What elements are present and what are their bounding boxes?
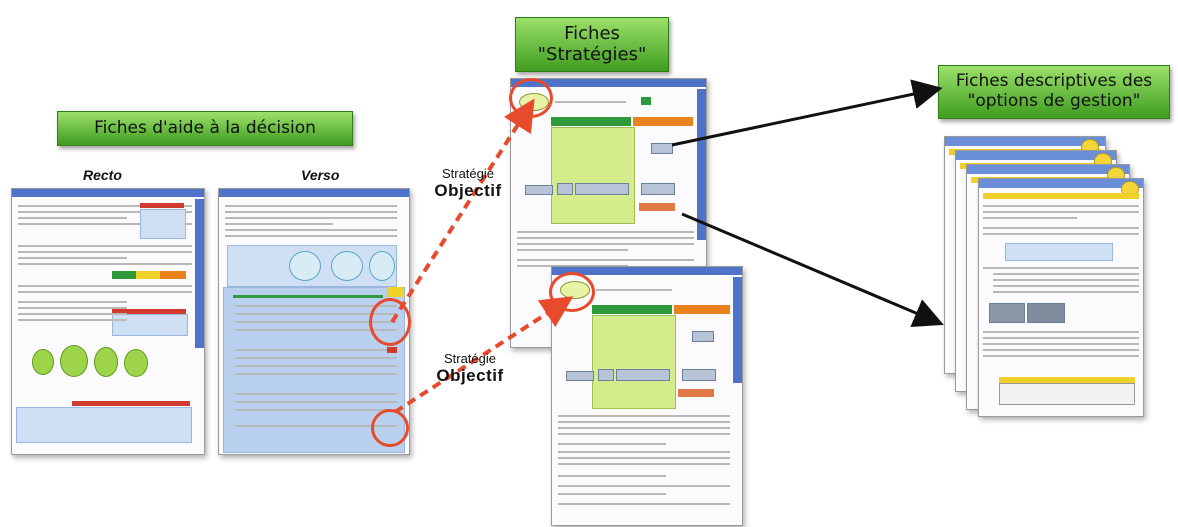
banner-fiches-aide-text: Fiches d'aide à la décision bbox=[94, 117, 316, 138]
option-box bbox=[575, 183, 629, 195]
recto-header-bar bbox=[12, 189, 204, 197]
label-strategie-objectif-1: Stratégie Objectif bbox=[428, 166, 508, 201]
banner-options-line1: Fiches descriptives des bbox=[955, 71, 1153, 92]
red-dashed-arrow-1 bbox=[390, 98, 535, 324]
option-photo bbox=[1027, 303, 1065, 323]
strategie-2-green-header bbox=[592, 305, 672, 314]
circle-diagram-icon bbox=[331, 251, 363, 281]
banner-strategies-line2: "Stratégies" bbox=[537, 43, 647, 65]
strategie-1-header bbox=[511, 79, 706, 87]
verso-yellow-arrow bbox=[387, 287, 403, 297]
tree-icon bbox=[60, 345, 88, 377]
verso-document bbox=[218, 188, 410, 455]
strategie-2-options-area bbox=[592, 315, 676, 409]
highlight-circle-verso-1 bbox=[369, 298, 411, 346]
option-box bbox=[566, 371, 594, 381]
label-strategie-objectif-2: Stratégie Objectif bbox=[430, 351, 510, 386]
option-info-box bbox=[1005, 243, 1113, 261]
strategie-1-green-label bbox=[641, 97, 651, 105]
strategie-2-red-box bbox=[678, 389, 714, 397]
option-box bbox=[641, 183, 675, 195]
banner-options-line2: "options de gestion" bbox=[967, 91, 1141, 111]
black-arrow-to-options-1 bbox=[671, 79, 943, 147]
banner-strategies-line1: Fiches bbox=[564, 22, 620, 44]
option-table bbox=[999, 383, 1135, 405]
strategie-1-options-area bbox=[551, 127, 635, 224]
tree-icon bbox=[32, 349, 54, 375]
recto-document bbox=[11, 188, 205, 455]
banner-fiches-strategies: Fiches "Stratégies" bbox=[515, 17, 669, 72]
verso-header-bar bbox=[219, 189, 409, 197]
tree-icon bbox=[124, 349, 148, 377]
option-box bbox=[598, 369, 614, 381]
strategie-2-orange-header bbox=[674, 305, 730, 314]
label-recto: Recto bbox=[83, 167, 122, 183]
strategie-text-1: Stratégie bbox=[441, 166, 495, 181]
circle-diagram-icon bbox=[289, 251, 321, 281]
strategie-1-sidebar bbox=[697, 89, 706, 240]
recto-sidebar bbox=[195, 199, 204, 348]
recto-scale-green bbox=[112, 271, 136, 279]
option-box bbox=[682, 369, 716, 381]
option-box bbox=[651, 143, 673, 154]
circle-diagram-icon bbox=[369, 251, 395, 281]
recto-red-table-header bbox=[140, 203, 184, 208]
verso-red-marker bbox=[387, 347, 397, 353]
banner-fiches-options: Fiches descriptives des "options de gest… bbox=[938, 65, 1170, 119]
option-photo bbox=[989, 303, 1025, 323]
recto-table bbox=[140, 209, 186, 239]
tree-icon bbox=[94, 347, 118, 377]
recto-table-2 bbox=[112, 314, 188, 336]
recto-red-bottom-header bbox=[72, 401, 190, 406]
strategie-1-red-box bbox=[639, 203, 675, 211]
option-box bbox=[616, 369, 670, 381]
option-title-bar bbox=[983, 193, 1139, 199]
recto-bottom-table bbox=[16, 407, 192, 443]
option-sheet-front bbox=[978, 178, 1144, 417]
recto-scale-yellow bbox=[136, 271, 160, 279]
option-box bbox=[525, 185, 553, 195]
strategie-1-green-header bbox=[551, 117, 631, 126]
recto-scale-orange bbox=[160, 271, 186, 279]
red-dashed-arrow-2 bbox=[393, 296, 574, 414]
recto-red-table-2 bbox=[112, 309, 186, 314]
strategie-text-2: Stratégie bbox=[443, 351, 497, 366]
strategie-2-header bbox=[552, 267, 742, 275]
label-verso: Verso bbox=[301, 167, 340, 183]
option-box bbox=[557, 183, 573, 195]
option-table-header bbox=[999, 377, 1135, 383]
option-box bbox=[692, 331, 714, 342]
strategie-2-sidebar bbox=[733, 277, 742, 384]
objectif-text-2: Objectif bbox=[436, 366, 504, 385]
verso-green-strip bbox=[233, 295, 383, 298]
black-arrow-to-options-2 bbox=[681, 212, 944, 327]
highlight-circle-verso-2 bbox=[371, 409, 409, 447]
strategie-1-orange-header bbox=[633, 117, 693, 126]
banner-fiches-aide: Fiches d'aide à la décision bbox=[57, 111, 353, 146]
objectif-text-1: Objectif bbox=[434, 181, 502, 200]
highlight-circle-objectif-1 bbox=[509, 78, 553, 118]
highlight-circle-objectif-2 bbox=[549, 272, 595, 312]
